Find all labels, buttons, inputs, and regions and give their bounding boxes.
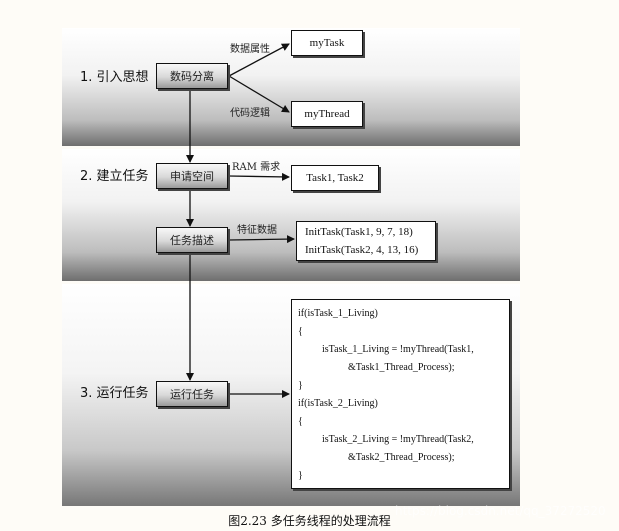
- stage-label-1: 1. 引入思想: [80, 70, 149, 85]
- code-line: &Task1_Thread_Process);: [348, 362, 455, 373]
- code-block: if(isTask_1_Living) { isTask_1_Living = …: [291, 299, 510, 489]
- code-line: if(isTask_2_Living): [298, 398, 378, 409]
- code-line: {: [298, 416, 303, 427]
- process-run-task: 运行任务: [156, 381, 228, 407]
- figure-caption: 图2.23 多任务线程的处理流程: [228, 514, 391, 528]
- arrow-to-mythread: [228, 75, 290, 113]
- code-line: &Task2_Thread_Process);: [348, 452, 455, 463]
- output-tasks: Task1, Task2: [291, 165, 379, 191]
- edge-label-ram-req: RAM 需求: [232, 162, 281, 173]
- code-line: if(isTask_1_Living): [298, 308, 378, 319]
- arrow-to-mytask: [228, 43, 290, 77]
- code-line: }: [298, 470, 303, 481]
- edge-label-code-logic: 代码逻辑: [230, 108, 270, 119]
- output-mytask: myTask: [291, 30, 363, 56]
- code-line: }: [298, 380, 303, 391]
- output-inittask: InitTask(Task1, 9, 7, 18) InitTask(Task2…: [296, 221, 436, 261]
- process-digit-split: 数码分离: [156, 63, 228, 89]
- arrow-to-inittask: [228, 235, 295, 244]
- code-line: {: [298, 326, 303, 337]
- code-line: isTask_2_Living = !myThread(Task2,: [322, 434, 474, 445]
- process-task-describe: 任务描述: [156, 227, 228, 253]
- watermark: https://blog.csdn.net/qq_37272520: [395, 504, 606, 518]
- stage-label-2: 2. 建立任务: [80, 169, 149, 184]
- edge-label-data-attr: 数据属性: [230, 44, 270, 55]
- edge-label-feature-data: 特征数据: [237, 225, 277, 236]
- stage-label-3: 3. 运行任务: [80, 386, 149, 401]
- process-request-space: 申请空间: [156, 163, 228, 189]
- arrow-to-tasks: [228, 172, 290, 181]
- code-line: isTask_1_Living = !myThread(Task1,: [322, 344, 474, 355]
- inittask-line-2: InitTask(Task2, 4, 13, 16): [305, 244, 419, 256]
- inittask-line-1: InitTask(Task1, 9, 7, 18): [305, 226, 413, 238]
- output-mythread: myThread: [291, 101, 363, 127]
